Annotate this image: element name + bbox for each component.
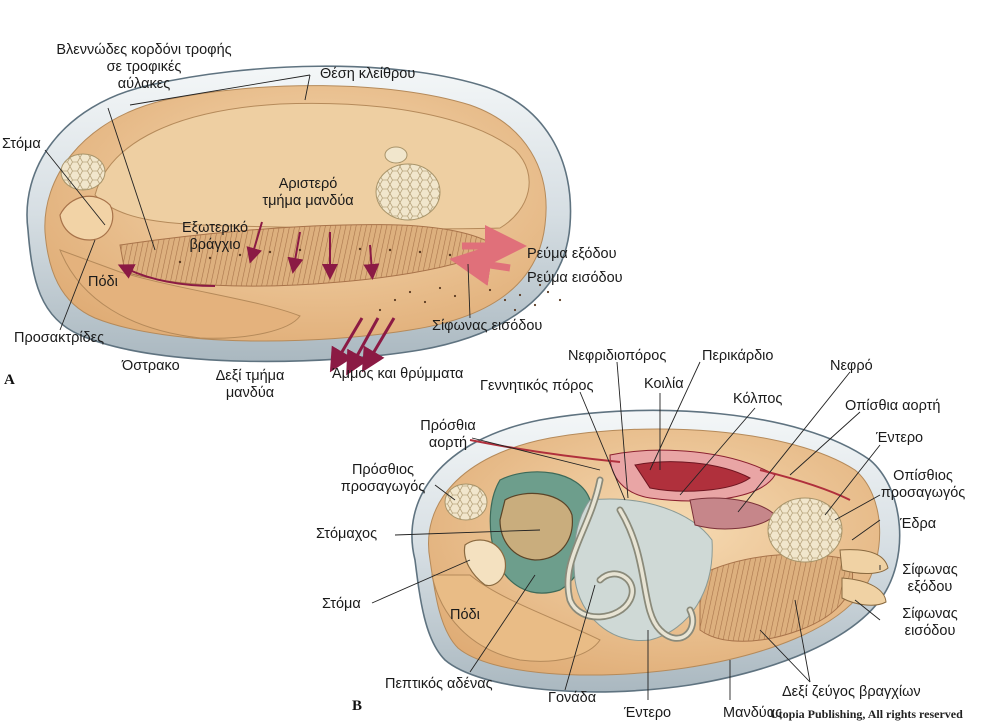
panel-label-a: A	[4, 372, 15, 388]
label-intestine-top: Έντερο	[876, 430, 924, 446]
label-left-mantle: Αριστερό τμήμα μανδύα	[262, 176, 354, 209]
label-sinus: Κόλπος	[733, 391, 783, 407]
copyright-notice: Utopia Publishing, All rights reserved	[770, 707, 963, 721]
label-incurrent: Ρεύμα εισόδου	[527, 270, 623, 286]
label-excurrent-siphon: Σίφωνας εξόδου	[902, 562, 958, 595]
label-intestine-bottom: Έντερο	[624, 705, 672, 721]
diagram-b	[371, 361, 901, 700]
label-hinge: Θέση κλείθρου	[320, 66, 416, 82]
label-anus: Έδρα	[900, 516, 937, 532]
label-posterior-adductor: Οπίσθιος προσαγωγός	[880, 468, 966, 501]
label-incurrent-siphon-b: Σίφωνας εισόδου	[902, 606, 958, 639]
anterior-muscle-a	[60, 153, 106, 191]
foot-b	[431, 574, 601, 662]
label-mouth-a: Στόμα	[2, 136, 41, 152]
label-right-gills: Δεξί ζεύγος βραγχίων	[782, 684, 921, 700]
label-stomach: Στόμαχος	[316, 526, 378, 542]
label-mantle: Μανδύας	[723, 705, 783, 721]
anterior-adductor-b	[444, 483, 488, 521]
label-anterior-aorta: Πρόσθια αορτή	[420, 418, 476, 451]
label-pericardium: Περικάρδιο	[702, 348, 774, 364]
stomach-b	[499, 492, 573, 561]
label-right-mantle: Δεξί τμήμα μανδύα	[215, 368, 285, 401]
label-nephridiopore: Νεφριδιοπόρος	[568, 348, 667, 364]
label-digestive-gland: Πεπτικός αδένας	[385, 676, 493, 692]
label-outer-gill: Εξωτερικό βράγχιο	[181, 220, 249, 253]
label-excurrent: Ρεύμα εξόδου	[527, 246, 617, 262]
label-shell: Όστρακο	[122, 358, 180, 374]
label-anterior-adductor: Πρόσθιος προσαγωγός	[340, 462, 426, 495]
diagram-a	[26, 65, 572, 376]
posterior-adductor-b	[767, 497, 843, 563]
label-sand: Άμμος και θρύμματα	[332, 366, 464, 382]
label-palps: Προσακτρίδες	[14, 330, 105, 346]
palps-a	[59, 195, 114, 241]
label-kidney: Νεφρό	[830, 358, 873, 374]
label-ventricle: Κοιλία	[644, 376, 684, 392]
label-mouth-b: Στόμα	[322, 596, 361, 612]
label-foot-a: Πόδι	[88, 274, 118, 290]
mouth-b	[463, 539, 507, 587]
label-posterior-aorta: Οπίσθια αορτή	[845, 398, 941, 414]
label-gonad: Γονάδα	[548, 690, 597, 706]
ventricle-b	[634, 461, 751, 492]
label-mucus-cord: Βλεννώδες κορδόνι τροφής σε τροφικές αύλ…	[56, 42, 232, 92]
label-genital-pore: Γεννητικός πόρος	[480, 378, 594, 394]
posterior-muscle-a	[375, 163, 441, 221]
panel-label-b: B	[352, 698, 363, 714]
label-incurrent-siphon: Σίφωνας εισόδου	[432, 318, 543, 334]
label-foot-b: Πόδι	[450, 607, 480, 623]
